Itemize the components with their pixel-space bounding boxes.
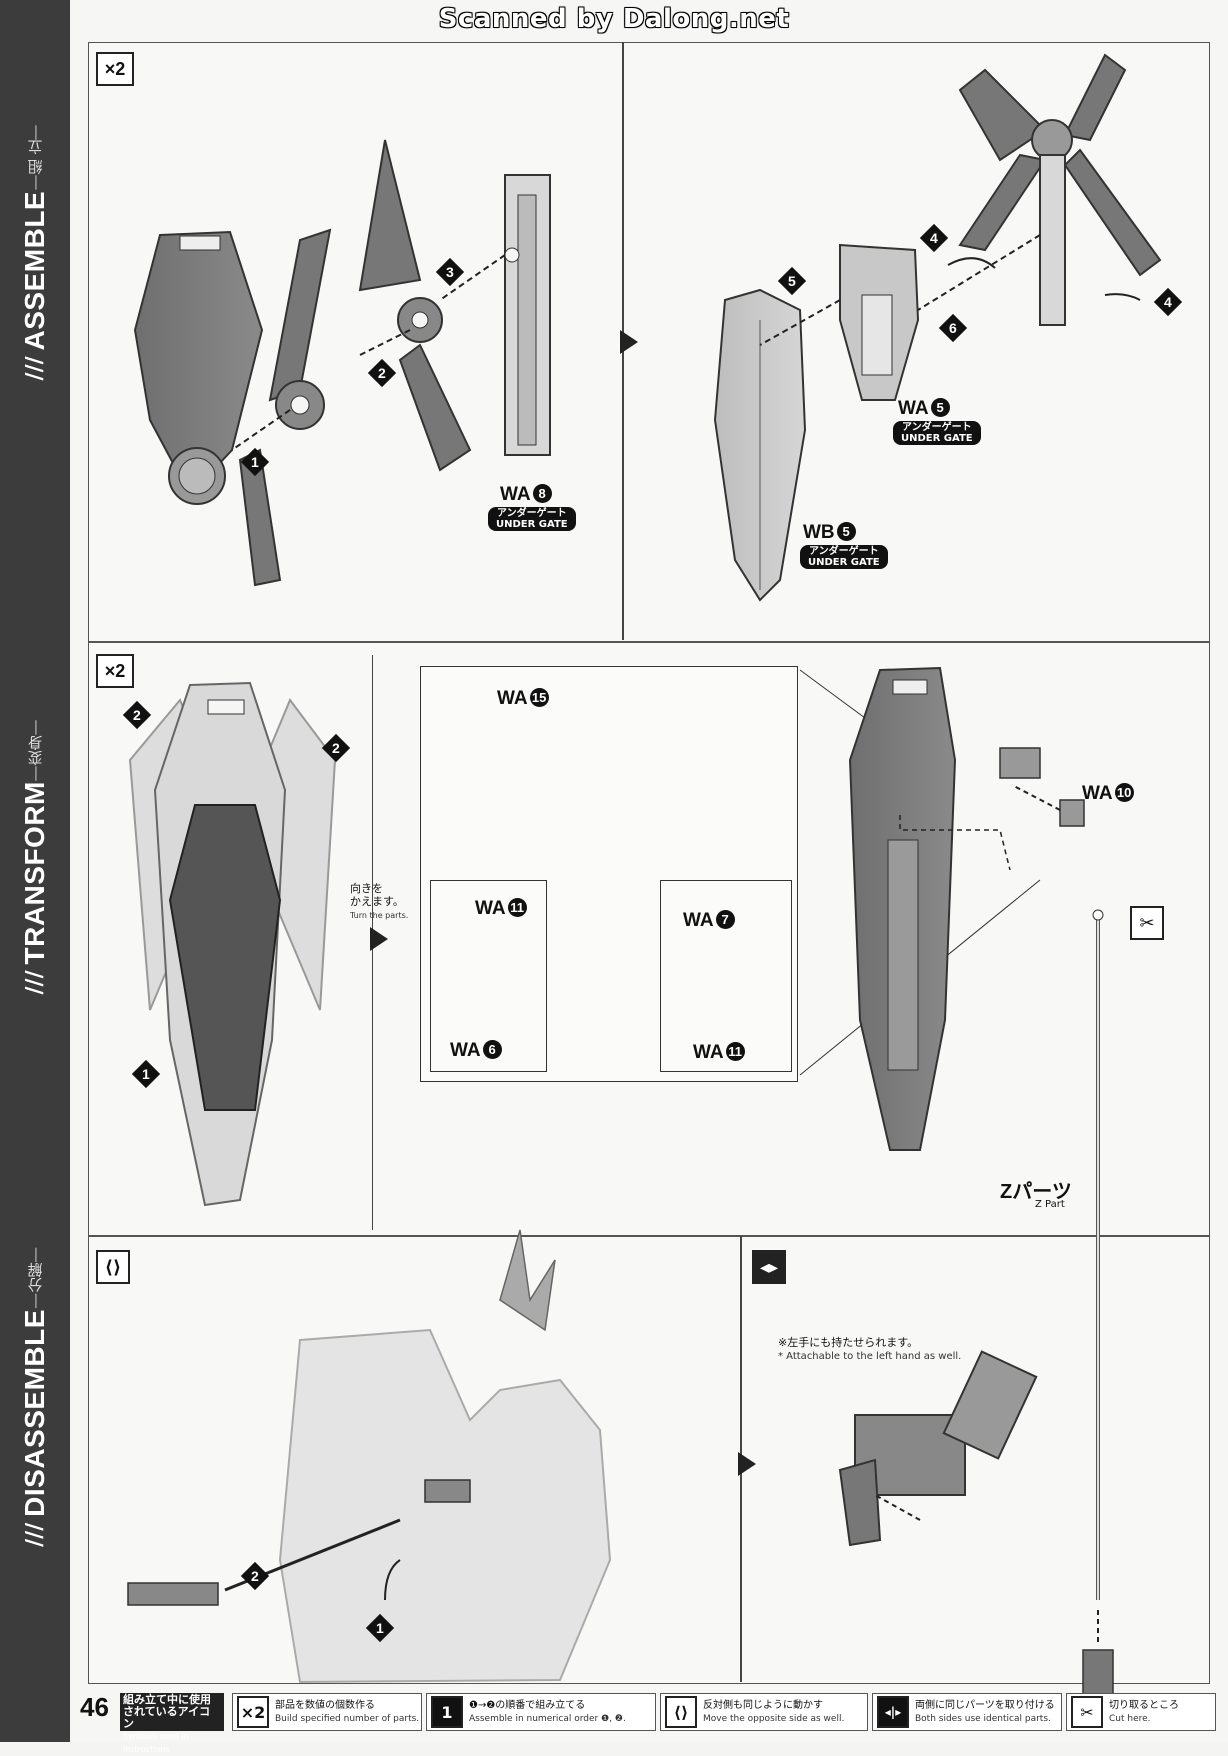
next-arrow-icon [738,1452,756,1476]
sidebar: /// ASSEMBLE — 組 立 — /// TRANSFORM — 変身 … [0,0,70,1742]
multiplier-icon: ×2 [237,1696,269,1728]
shield-part-drawing [133,230,264,497]
multiplier-badge: ×2 [96,654,134,688]
next-arrow-icon [370,927,388,951]
cut-icon: ✂ [1071,1696,1103,1728]
wing-assembly-drawing [958,53,1162,326]
blade-pair-drawing [238,139,472,587]
rod-part-drawing [127,1582,219,1606]
frame-part-wa5-drawing [839,243,920,401]
round-joint-drawing [168,447,226,505]
shield-front-drawing [713,288,807,602]
shield-transform-drawing [128,681,337,1207]
both-sides-icon: ◂▸ [752,1250,786,1284]
assembly-lines [231,254,506,451]
disassemble-panel [88,1236,1210,1684]
legend-title: 組み立て中に使用 されているアイコン Symbols used in instr… [120,1693,224,1754]
cut-icon: ✂ [1130,906,1164,940]
move-opposite-icon: ⟨⟩ [96,1250,130,1284]
shield-back-drawing [848,666,1085,1151]
next-arrow-icon [620,330,638,354]
page-number: 46 [80,1692,109,1722]
both-sides-icon: ◂|▸ [877,1696,909,1728]
assembly-lines [759,234,1041,346]
move-opposite-icon: ⟨⟩ [665,1696,697,1728]
z-part-label: Zパーツ [1000,1181,1072,1203]
rail-part-drawing [504,174,551,456]
step-order-icon: 1 [431,1696,463,1728]
hand-grip-drawing [838,1350,1038,1547]
left-hand-note: ※左手にも持たせられます。 * Attachable to the left h… [778,1336,962,1362]
multiplier-badge: ×2 [96,52,134,86]
watermark: Scanned by Dalong.net [438,4,790,34]
turn-parts-note: 向きを かえます。 Turn the parts. [350,882,409,920]
robot-torso-drawing [127,1229,612,1684]
z-part-label-en: Z Part [1035,1199,1065,1210]
